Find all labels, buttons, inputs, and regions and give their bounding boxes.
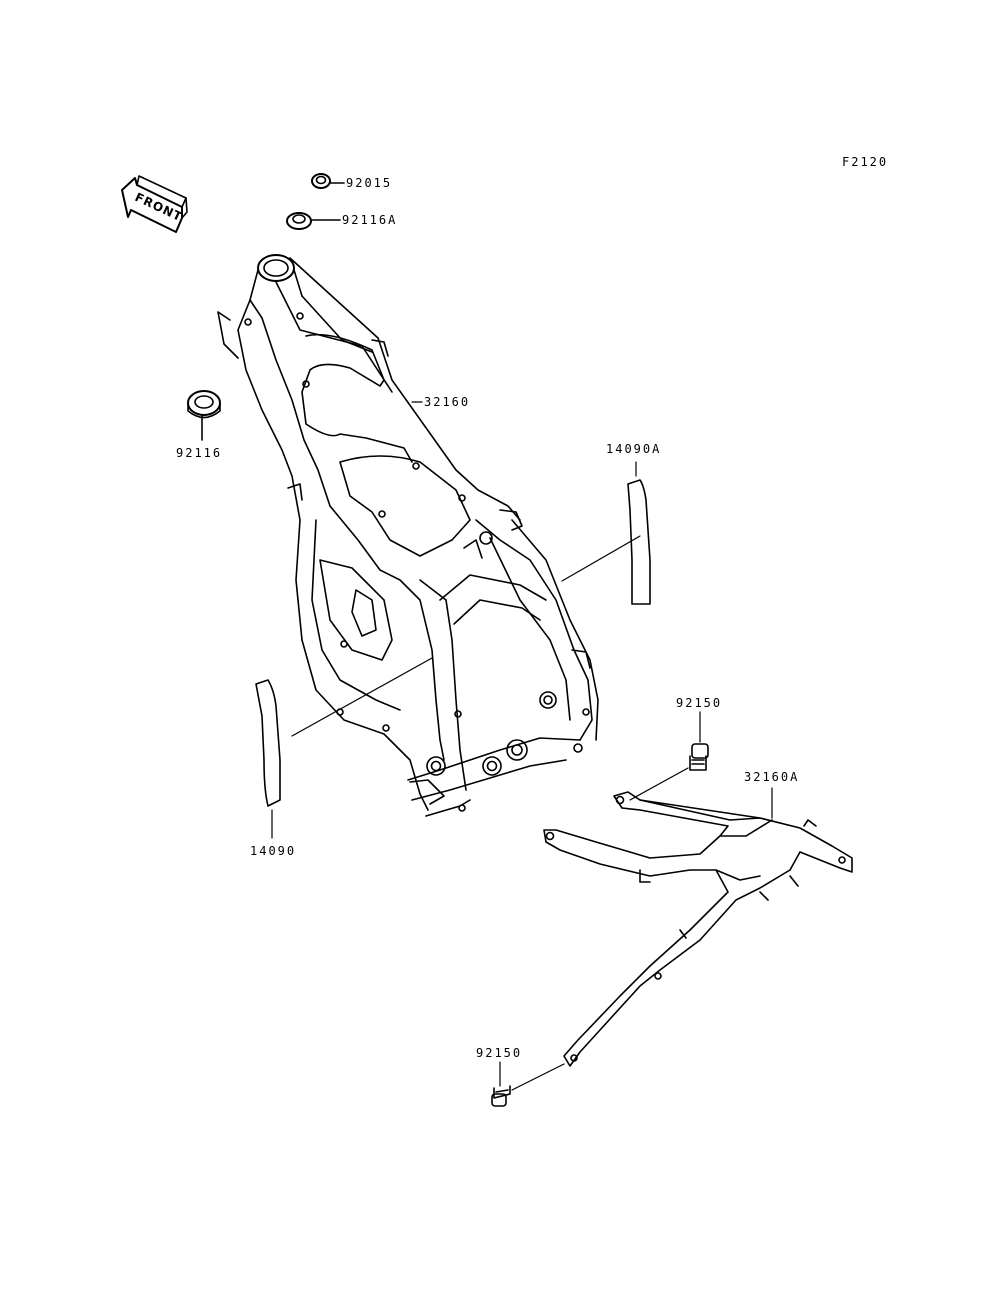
- guard-14090-icon: [255, 657, 433, 839]
- label-14090a: 14090A: [606, 442, 662, 456]
- label-92015: 92015: [346, 176, 393, 190]
- front-arrow-icon: FRONT: [121, 175, 188, 233]
- label-92116a: 92116A: [342, 213, 398, 227]
- label-92150-top: 92150: [676, 696, 723, 710]
- label-92150-bottom: 92150: [476, 1046, 523, 1060]
- diagram-code: F2120: [842, 155, 889, 169]
- label-14090: 14090: [250, 844, 297, 858]
- bushing-92116a-icon: [286, 212, 341, 230]
- label-92116: 92116: [176, 446, 223, 460]
- nut-92015-icon: [311, 173, 345, 189]
- bolt-92150-top-icon: [629, 711, 709, 801]
- label-32160: 32160: [424, 395, 471, 409]
- seal-92116-icon: [187, 390, 221, 441]
- guard-14090a-icon: [561, 461, 651, 605]
- bolt-92150-bottom-icon: [491, 1061, 565, 1107]
- main-frame-32160: [217, 254, 599, 817]
- label-32160a: 32160A: [744, 770, 800, 784]
- subframe-32160a: [543, 787, 853, 1067]
